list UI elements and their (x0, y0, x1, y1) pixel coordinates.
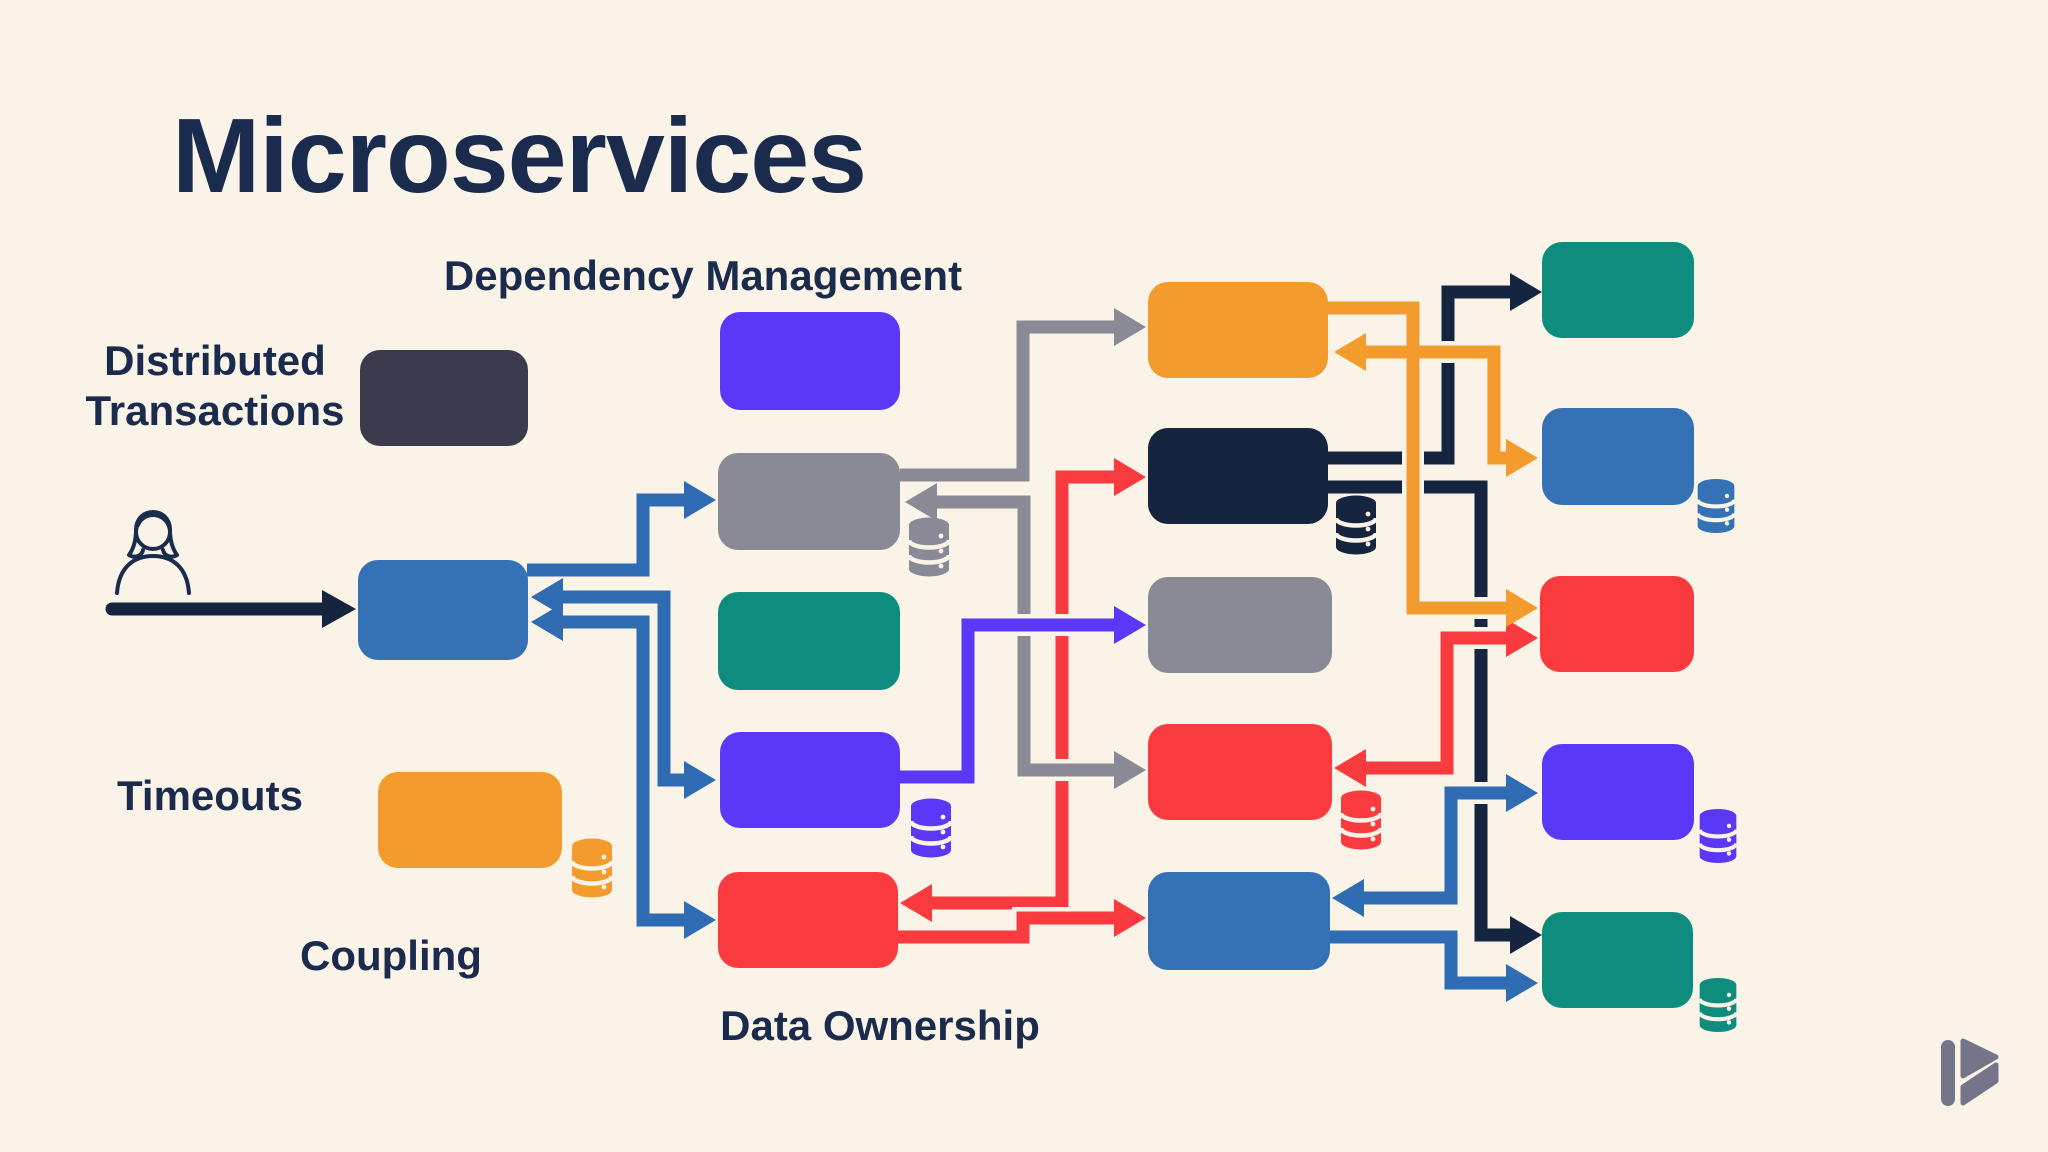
node-service-purple-4 (1542, 744, 1694, 840)
play-b-logo-icon (1941, 1038, 1999, 1106)
node-service-teal-4b (1542, 912, 1693, 1008)
label-coupling: Coupling (300, 932, 482, 979)
node-service-teal-4a (1542, 242, 1694, 338)
node-client-entry (358, 560, 528, 660)
arrow-gray2-to-orange3 (900, 308, 1146, 486)
node-service-red-4 (1540, 576, 1694, 672)
database-icon (1700, 809, 1737, 863)
node-service-purple-2 (720, 732, 900, 828)
woman-user-icon (115, 510, 191, 595)
database-icon (911, 799, 951, 858)
node-service-teal-2 (718, 592, 900, 690)
database-icon (1336, 496, 1376, 555)
label-dependency-management: Dependency Management (443, 252, 963, 299)
database-icon (909, 518, 949, 577)
node-dependency-management (720, 312, 900, 410)
arrow-red2-navy3-bidirectional (900, 458, 1146, 922)
node-service-blue-3 (1148, 872, 1330, 970)
label-distributed-transactions: Distributed Transactions (85, 337, 345, 434)
arrow-user-to-client-entry (105, 590, 356, 628)
arrow-blue3-to-teal4b (1330, 926, 1538, 1002)
node-service-gray-2 (718, 453, 900, 550)
arrow-client-red2-bidirectional (531, 603, 716, 939)
arrow-client-to-gray2 (527, 481, 716, 581)
node-service-blue-4 (1542, 408, 1694, 505)
page-title: Microservices (172, 97, 867, 215)
arrow-orange3-to-red4 (1328, 297, 1538, 627)
node-timeouts (378, 772, 562, 868)
database-icon (1341, 791, 1381, 850)
arrow-client-purple2-bidirectional (531, 578, 716, 799)
database-icon (1700, 978, 1737, 1032)
arrow-orange3-blue4-bidirectional-line (1334, 333, 1538, 477)
arrow-purple2-to-gray3 (900, 606, 1146, 788)
node-service-gray-3 (1148, 577, 1332, 673)
arrow-blue3-purple4-bidirectional (1332, 774, 1538, 917)
node-service-red-2 (718, 872, 898, 968)
database-icon (1698, 479, 1735, 533)
node-service-navy-3 (1148, 428, 1328, 524)
arrow-navy3-to-teal4a (1328, 273, 1542, 469)
node-service-red-3 (1148, 724, 1332, 820)
node-boxes (358, 242, 1694, 1008)
arrow-red2-to-blue3 (898, 899, 1146, 948)
label-timeouts: Timeouts (117, 772, 303, 819)
node-service-orange-3 (1148, 282, 1328, 378)
database-icon (572, 839, 612, 898)
label-data-ownership: Data Ownership (720, 1002, 1040, 1049)
node-distributed-transactions (360, 350, 528, 446)
arrow-red3-red4-bidirectional (1334, 619, 1538, 787)
connection-arrows (105, 273, 1542, 1002)
